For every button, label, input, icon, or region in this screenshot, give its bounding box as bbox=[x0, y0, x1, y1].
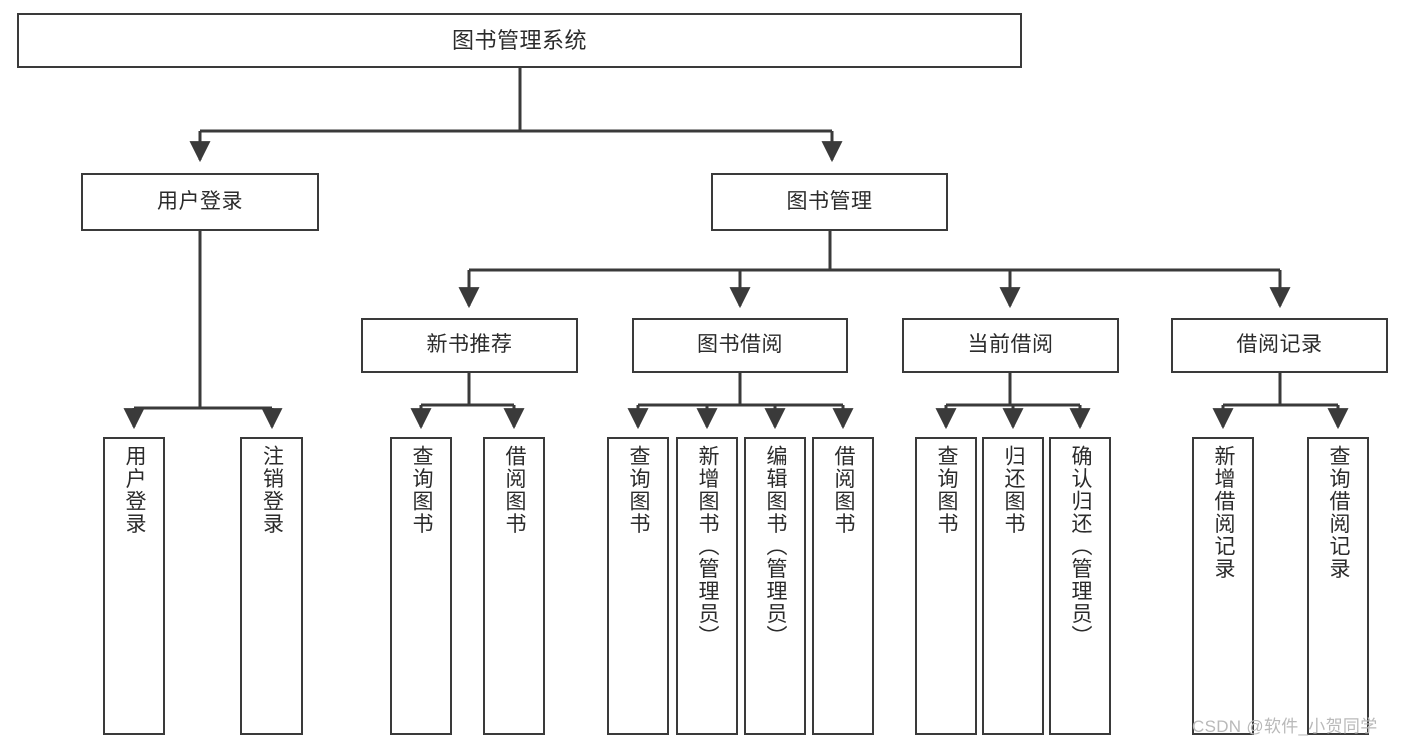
node-edit-book-admin-label: 编辑图书（管理员） bbox=[764, 445, 788, 648]
node-add-borrow-record-label: 新增借阅记录 bbox=[1212, 445, 1236, 580]
node-current-borrow[interactable]: 当前借阅 bbox=[902, 318, 1119, 373]
node-confirm-return-admin-label: 确认归还（管理员） bbox=[1069, 445, 1093, 648]
node-user-login-do[interactable]: 用户登录 bbox=[103, 437, 165, 735]
node-query-book-1-label: 查询图书 bbox=[410, 445, 434, 535]
node-add-book-admin[interactable]: 新增图书（管理员） bbox=[676, 437, 738, 735]
node-borrow-record[interactable]: 借阅记录 bbox=[1171, 318, 1388, 373]
csdn-watermark: CSDN @软件_小贺同学 bbox=[1192, 717, 1378, 736]
node-add-book-admin-label: 新增图书（管理员） bbox=[696, 445, 720, 648]
node-query-book-1[interactable]: 查询图书 bbox=[390, 437, 452, 735]
node-query-book-2-label: 查询图书 bbox=[627, 445, 651, 535]
node-book-manage-label: 图书管理 bbox=[786, 189, 873, 213]
node-borrow-book-1-label: 借阅图书 bbox=[503, 445, 527, 535]
node-new-book-recommend[interactable]: 新书推荐 bbox=[361, 318, 578, 373]
node-borrow-book-2-label: 借阅图书 bbox=[832, 445, 856, 535]
node-book-borrow[interactable]: 图书借阅 bbox=[632, 318, 848, 373]
node-query-book-2[interactable]: 查询图书 bbox=[607, 437, 669, 735]
node-user-logout-label: 注销登录 bbox=[260, 445, 284, 535]
node-user-login-label: 用户登录 bbox=[157, 189, 243, 213]
node-user-logout[interactable]: 注销登录 bbox=[240, 437, 303, 735]
node-root-label: 图书管理系统 bbox=[451, 27, 587, 53]
node-edit-book-admin[interactable]: 编辑图书（管理员） bbox=[744, 437, 806, 735]
node-borrow-book-2[interactable]: 借阅图书 bbox=[812, 437, 874, 735]
node-borrow-book-1[interactable]: 借阅图书 bbox=[483, 437, 545, 735]
node-user-login-do-label: 用户登录 bbox=[123, 445, 147, 535]
node-return-book[interactable]: 归还图书 bbox=[982, 437, 1044, 735]
node-book-manage[interactable]: 图书管理 bbox=[711, 173, 948, 231]
node-add-borrow-record[interactable]: 新增借阅记录 bbox=[1192, 437, 1254, 735]
node-confirm-return-admin[interactable]: 确认归还（管理员） bbox=[1049, 437, 1111, 735]
node-return-book-label: 归还图书 bbox=[1002, 445, 1026, 535]
node-root[interactable]: 图书管理系统 bbox=[17, 13, 1022, 68]
node-new-book-recommend-label: 新书推荐 bbox=[426, 333, 513, 357]
node-book-borrow-label: 图书借阅 bbox=[697, 333, 783, 357]
node-user-login[interactable]: 用户登录 bbox=[81, 173, 319, 231]
node-query-book-3[interactable]: 查询图书 bbox=[915, 437, 977, 735]
node-query-book-3-label: 查询图书 bbox=[935, 445, 959, 535]
node-borrow-record-label: 借阅记录 bbox=[1236, 333, 1323, 357]
node-query-borrow-record-label: 查询借阅记录 bbox=[1327, 445, 1351, 580]
node-current-borrow-label: 当前借阅 bbox=[967, 333, 1054, 357]
node-query-borrow-record[interactable]: 查询借阅记录 bbox=[1307, 437, 1369, 735]
